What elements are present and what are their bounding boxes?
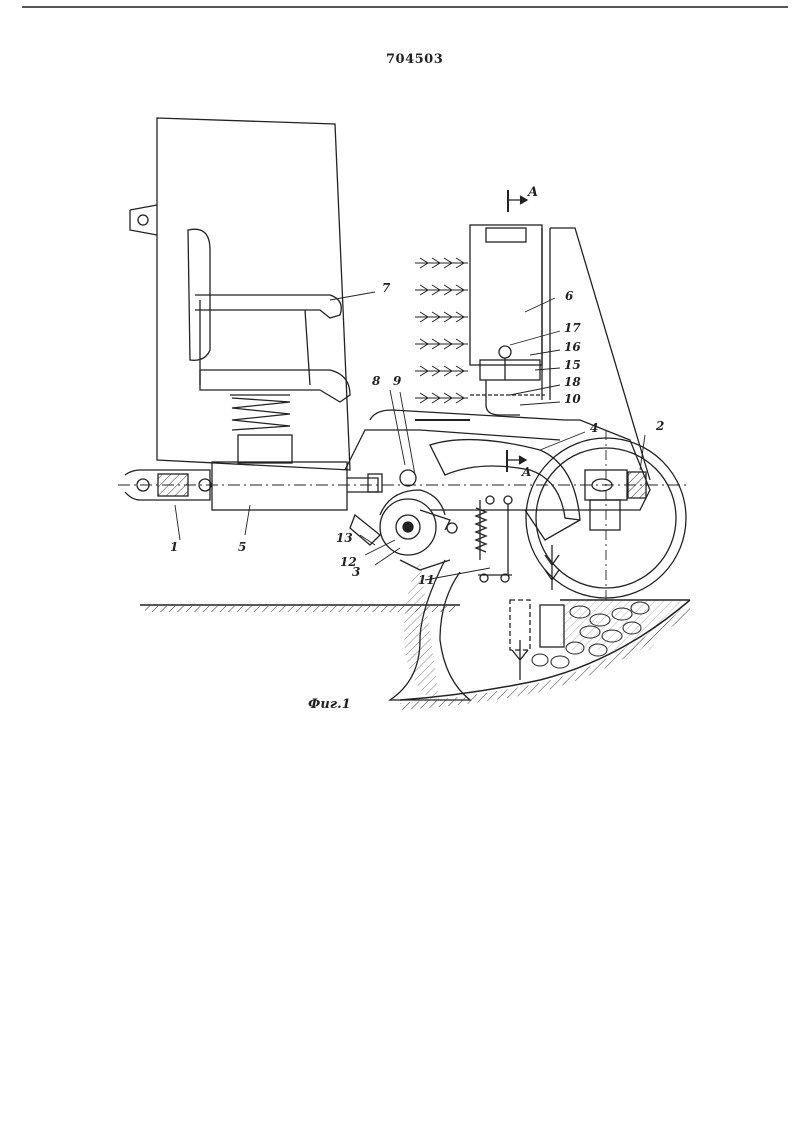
figure-caption: Фиг.1 bbox=[308, 697, 351, 712]
cab-body bbox=[129, 117, 351, 471]
main-frame bbox=[344, 409, 651, 511]
callout-7: 7 bbox=[382, 281, 391, 295]
section-marker-top: A bbox=[507, 185, 538, 212]
callout-4: 4 bbox=[590, 421, 598, 435]
callout-15: 15 bbox=[564, 358, 581, 372]
feed-hopper bbox=[469, 224, 651, 481]
operator-seat bbox=[195, 294, 351, 464]
callout-9: 9 bbox=[393, 374, 402, 388]
patent-number: 704503 bbox=[386, 52, 444, 67]
support-wheel bbox=[525, 430, 687, 600]
ground-surface bbox=[140, 559, 691, 710]
callout-12: 12 bbox=[340, 555, 357, 569]
hitch-and-cylinder bbox=[118, 461, 690, 511]
callout-3: 3 bbox=[352, 565, 360, 579]
coulter-shank bbox=[429, 438, 581, 541]
section-label-lower: A bbox=[521, 465, 531, 479]
tubers bbox=[531, 601, 650, 669]
callout-13: 13 bbox=[336, 531, 353, 545]
rotor-mechanism bbox=[349, 469, 458, 571]
planting-unit bbox=[509, 545, 565, 680]
callout-6: 6 bbox=[565, 289, 574, 303]
callout-5: 5 bbox=[238, 540, 246, 554]
callout-16: 16 bbox=[564, 340, 581, 354]
spring-unit bbox=[474, 495, 513, 583]
callout-2: 2 bbox=[655, 419, 664, 433]
callout-18: 18 bbox=[564, 375, 581, 389]
callout-labels: 1 2 3 4 5 6 7 8 9 10 11 12 13 15 16 17 1… bbox=[170, 281, 664, 587]
section-label-top: A bbox=[526, 185, 538, 200]
callout-10: 10 bbox=[564, 392, 581, 406]
callout-8: 8 bbox=[372, 374, 381, 388]
callout-1: 1 bbox=[170, 540, 178, 554]
section-marker-lower: A bbox=[506, 450, 531, 479]
callout-17: 17 bbox=[564, 321, 581, 335]
top-border-line bbox=[22, 6, 788, 8]
leader-lines bbox=[174, 291, 646, 581]
brush-bristles bbox=[415, 257, 468, 404]
callout-11: 11 bbox=[418, 573, 435, 587]
